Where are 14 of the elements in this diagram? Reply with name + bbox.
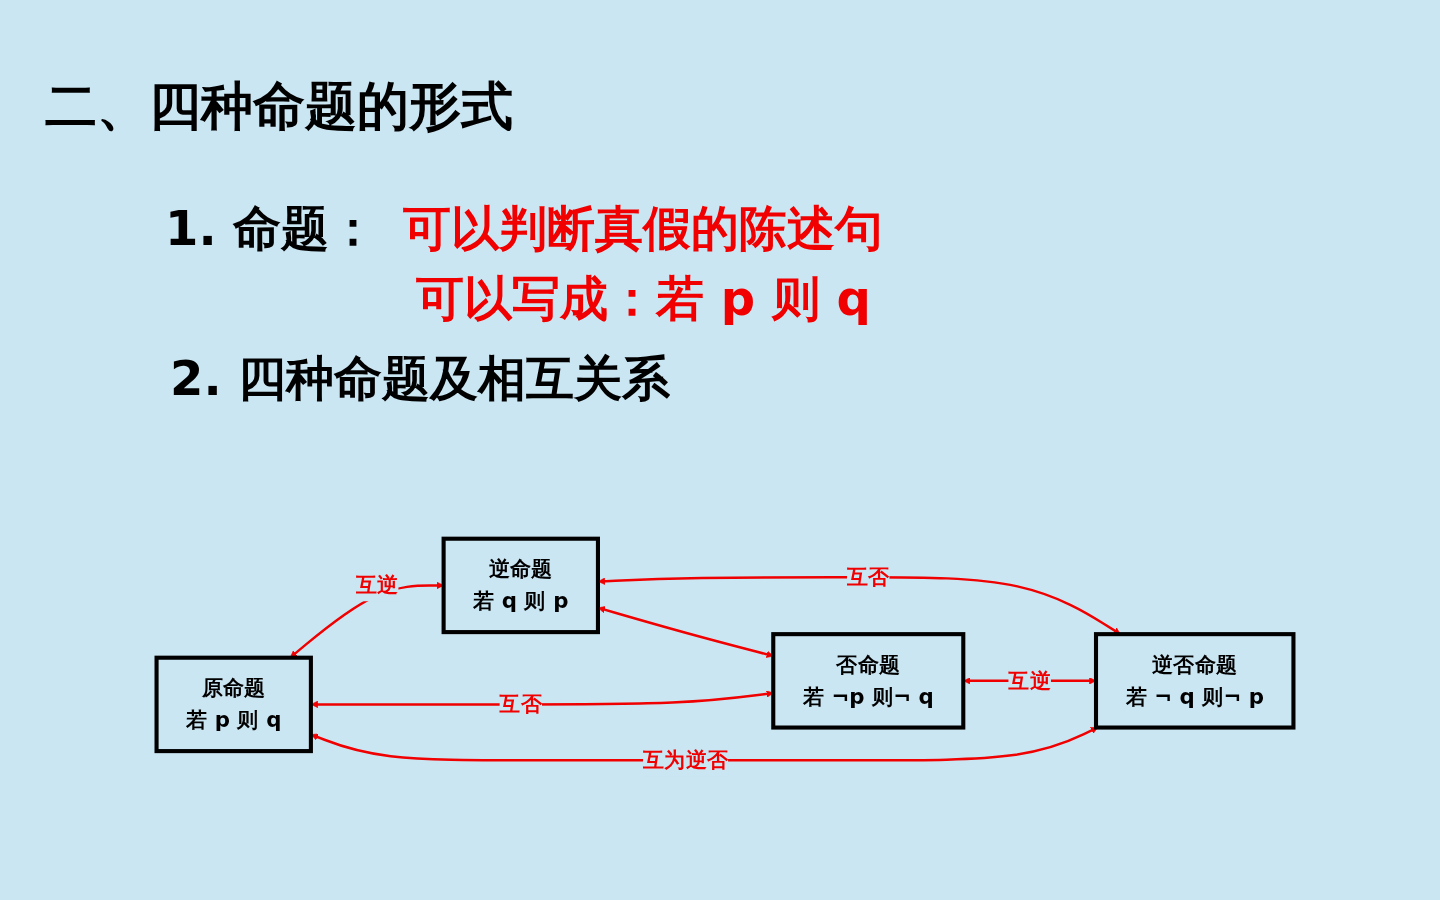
edge-label: 互否 [499, 691, 543, 717]
definition-text: 可以判断真假的陈述句 [403, 202, 883, 255]
definition-text: 可以写成：若 p 则 q [416, 272, 871, 325]
edge-label: 互否 [846, 564, 890, 590]
item-heading: 1. 命题： [165, 202, 378, 255]
slide-title: 二、四种命题的形式 [45, 78, 513, 136]
edge-label: 互逆 [1008, 668, 1051, 693]
node-box: 逆命题 若 q 则 p [441, 536, 600, 635]
node-box: 否命题 若 ¬p 则¬ q [771, 632, 966, 730]
node-box: 逆否命题 若 ¬ q 则¬ p [1093, 632, 1296, 730]
edge-label: 互为逆否 [643, 747, 729, 773]
edge-label: 互逆 [355, 572, 399, 598]
item-heading: 2. 四种命题及相互关系 [170, 352, 671, 405]
node-box: 原命题 若 p 则 q [154, 655, 313, 754]
